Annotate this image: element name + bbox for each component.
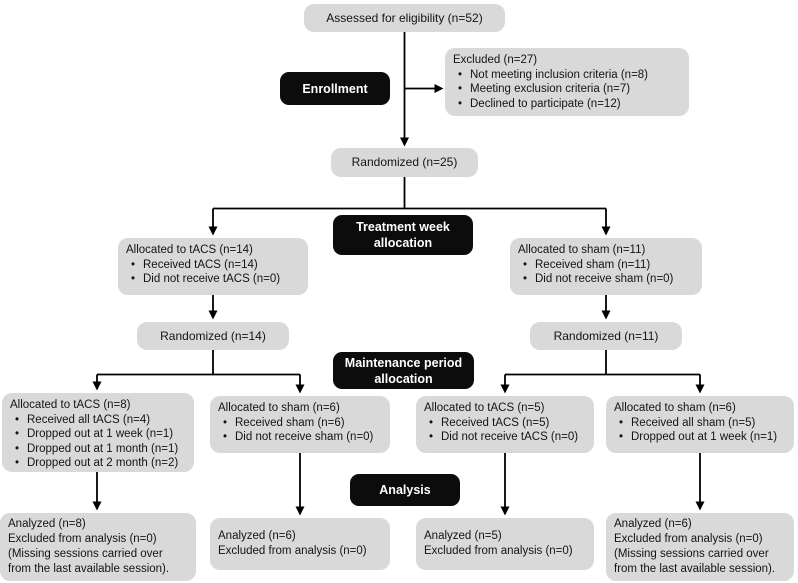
node-assessed: Assessed for eligibility (n=52) <box>304 4 505 32</box>
stage-enrollment: Enrollment <box>280 72 390 105</box>
node-randomized-all-label: Randomized (n=25) <box>351 155 458 170</box>
node-analyzed-sham-sham: Analyzed (n=6) Excluded from analysis (n… <box>606 513 794 581</box>
node-maint-tacs-tacs-title: Allocated to tACS (n=8) <box>10 399 131 411</box>
node-analyzed-tacs-sham: Analyzed (n=6) Excluded from analysis (n… <box>210 518 390 570</box>
node-maint-sham-tacs-title: Allocated to tACS (n=5) <box>424 402 545 414</box>
node-maint-tacs-sham: Allocated to sham (n=6) Received sham (n… <box>210 396 390 453</box>
maint-tacs-tacs-bullet: Dropped out at 1 month (n=1) <box>10 442 186 457</box>
node-excluded-title: Excluded (n=27) <box>453 54 538 66</box>
node-week-sham: Allocated to sham (n=11) Received sham (… <box>510 238 702 295</box>
analyzed-line: Analyzed (n=5) <box>424 530 502 542</box>
analyzed-line: Analyzed (n=8) <box>8 518 86 530</box>
analyzed-line: Excluded from analysis (n=0) <box>614 533 763 545</box>
stage-treatment-week-label: Treatment week allocation <box>356 220 450 250</box>
stage-analysis-label: Analysis <box>379 483 431 497</box>
maint-sham-sham-bullet: Dropped out at 1 week (n=1) <box>614 430 786 445</box>
excluded-bullet: Meeting exclusion criteria (n=7) <box>453 82 681 97</box>
node-maint-tacs-sham-title: Allocated to sham (n=6) <box>218 402 340 414</box>
analyzed-line: Excluded from analysis (n=0) <box>424 545 573 557</box>
maint-sham-tacs-bullet: Received tACS (n=5) <box>424 416 586 431</box>
excluded-bullet: Not meeting inclusion criteria (n=8) <box>453 68 681 83</box>
week-sham-bullet: Did not receive sham (n=0) <box>518 272 694 287</box>
maint-tacs-tacs-bullet: Dropped out at 2 month (n=2) <box>10 456 186 471</box>
analyzed-line: Excluded from analysis (n=0) <box>8 533 157 545</box>
maint-tacs-sham-bullet: Did not receive sham (n=0) <box>218 430 382 445</box>
node-maint-sham-sham-title: Allocated to sham (n=6) <box>614 402 736 414</box>
node-maint-sham-sham: Allocated to sham (n=6) Received all sha… <box>606 396 794 453</box>
analyzed-line: (Missing sessions carried over from the … <box>614 548 776 575</box>
maint-sham-sham-bullet: Received all sham (n=5) <box>614 416 786 431</box>
maint-tacs-tacs-bullet: Dropped out at 1 week (n=1) <box>10 427 186 442</box>
node-week-tacs: Allocated to tACS (n=14) Received tACS (… <box>118 238 308 295</box>
node-excluded: Excluded (n=27) Not meeting inclusion cr… <box>445 48 689 116</box>
week-tacs-bullet: Did not receive tACS (n=0) <box>126 272 300 287</box>
stage-treatment-week: Treatment week allocation <box>333 215 473 255</box>
stage-analysis: Analysis <box>350 474 460 506</box>
analyzed-line: (Missing sessions carried over from the … <box>8 548 170 575</box>
node-week-tacs-title: Allocated to tACS (n=14) <box>126 244 253 256</box>
stage-maintenance-label: Maintenance period allocation <box>344 355 463 386</box>
node-assessed-label: Assessed for eligibility (n=52) <box>326 10 483 25</box>
node-week-sham-title: Allocated to sham (n=11) <box>518 244 646 256</box>
excluded-bullet: Declined to participate (n=12) <box>453 97 681 112</box>
node-analyzed-sham-tacs: Analyzed (n=5) Excluded from analysis (n… <box>416 518 594 570</box>
node-randomized-sham: Randomized (n=11) <box>530 322 682 350</box>
analyzed-line: Analyzed (n=6) <box>614 518 692 530</box>
node-maint-sham-tacs: Allocated to tACS (n=5) Received tACS (n… <box>416 396 594 453</box>
analyzed-line: Excluded from analysis (n=0) <box>218 545 367 557</box>
node-randomized-all: Randomized (n=25) <box>331 148 478 177</box>
week-tacs-bullet: Received tACS (n=14) <box>126 258 300 273</box>
maint-tacs-sham-bullet: Received sham (n=6) <box>218 416 382 431</box>
node-analyzed-tacs-tacs: Analyzed (n=8) Excluded from analysis (n… <box>0 513 196 581</box>
maint-tacs-tacs-bullet: Received all tACS (n=4) <box>10 413 186 428</box>
node-randomized-sham-label: Randomized (n=11) <box>553 328 659 343</box>
node-randomized-tacs-label: Randomized (n=14) <box>160 328 266 343</box>
maint-sham-tacs-bullet: Did not receive tACS (n=0) <box>424 430 586 445</box>
node-maint-tacs-tacs: Allocated to tACS (n=8) Received all tAC… <box>2 393 194 472</box>
stage-enrollment-label: Enrollment <box>302 81 368 96</box>
analyzed-line: Analyzed (n=6) <box>218 530 296 542</box>
week-sham-bullet: Received sham (n=11) <box>518 258 694 273</box>
stage-maintenance: Maintenance period allocation <box>333 352 474 389</box>
node-randomized-tacs: Randomized (n=14) <box>137 322 289 350</box>
